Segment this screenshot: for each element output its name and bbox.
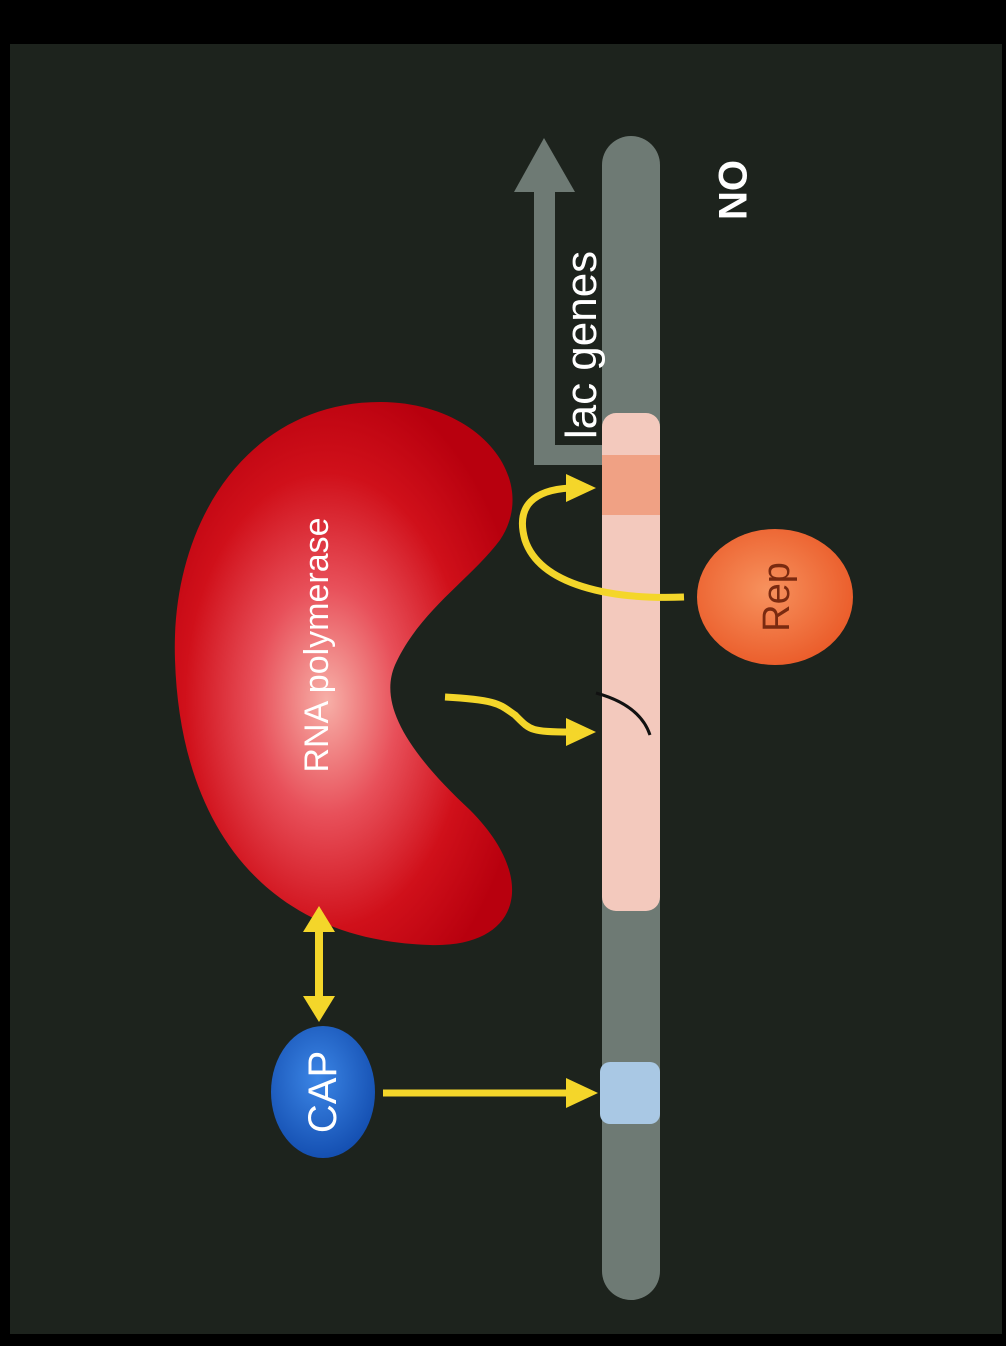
polymerase-shape bbox=[175, 402, 513, 945]
cap-binding-site bbox=[600, 1062, 660, 1124]
operator-site bbox=[602, 455, 660, 515]
rep-label: Rep bbox=[756, 562, 798, 632]
cap-to-dna-arrow bbox=[383, 1078, 598, 1108]
rep-protein: Rep bbox=[697, 529, 853, 665]
polymerase-to-dna-arrow bbox=[445, 697, 596, 746]
cap-protein: CAP bbox=[271, 1026, 375, 1158]
lac-genes-label: lac genes bbox=[557, 251, 606, 439]
state-label: ON bbox=[710, 160, 754, 220]
polymerase-label: RNA polymerase bbox=[298, 517, 336, 772]
cap-label: CAP bbox=[301, 1051, 345, 1133]
rna-polymerase: RNA polymerase bbox=[175, 402, 513, 945]
